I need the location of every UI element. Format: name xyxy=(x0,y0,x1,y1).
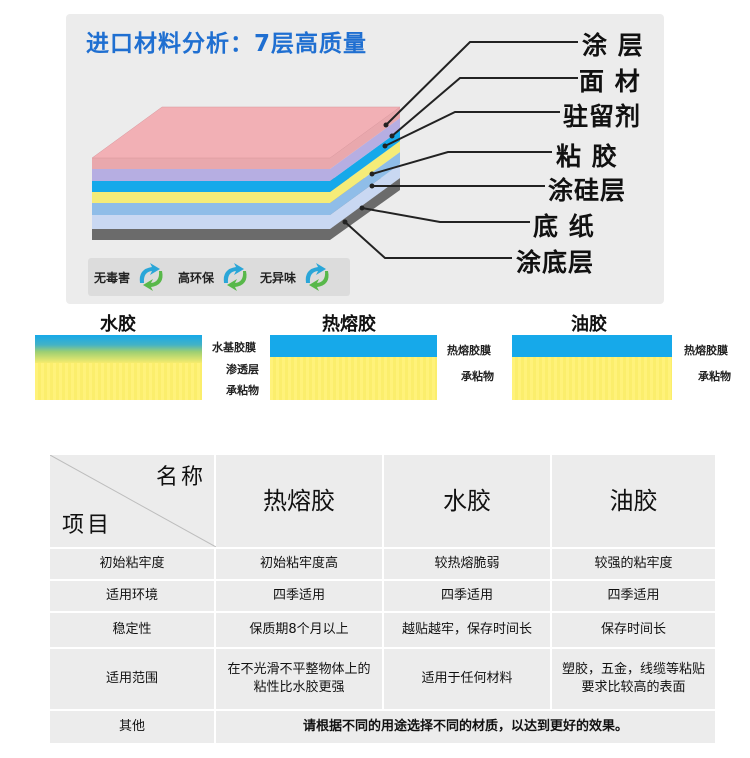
leader-line-primer xyxy=(344,221,512,259)
layer-face-material xyxy=(92,118,400,181)
layer-base-dark xyxy=(92,178,400,240)
header-water-glue: 水胶 xyxy=(382,453,552,549)
eco-tag-non-toxic: 无毒害 xyxy=(94,271,131,285)
header-hotmelt: 热熔胶 xyxy=(214,453,384,549)
layer-adhesive xyxy=(92,141,400,203)
corner-diagonal xyxy=(50,455,216,547)
row-label: 适用范围 xyxy=(48,647,216,711)
label-oil-substrate: 承粘物 xyxy=(698,370,731,383)
glue-title-hotmelt: 热熔胶 xyxy=(322,314,376,335)
corner-item-label: 项目 xyxy=(62,513,113,538)
layer-stack-diagram xyxy=(91,41,578,259)
layer-silicone xyxy=(92,152,400,215)
row-label: 其他 xyxy=(48,709,216,745)
recycle-arrows-icon xyxy=(139,263,163,291)
glue-title-oil: 油胶 xyxy=(571,314,607,335)
layer-coating-top xyxy=(91,106,401,159)
water-glue-film-strip xyxy=(35,335,202,363)
label-face-material: 面 材 xyxy=(579,67,641,96)
label-water-substrate: 承粘物 xyxy=(226,384,259,397)
eco-tag-odorless: 无异味 xyxy=(260,271,297,285)
table-header-row: 名称 项目 热熔胶 水胶 油胶 xyxy=(48,453,717,549)
label-water-film: 水基胶膜 xyxy=(212,341,256,354)
leader-line-coating xyxy=(385,41,578,126)
leader-line-adhesive xyxy=(371,151,552,175)
layer-backing-paper xyxy=(92,164,400,229)
other-note: 请根据不同的用途选择不同的材质，以达到更好的效果。 xyxy=(214,709,717,745)
label-hotmelt-substrate: 承粘物 xyxy=(461,370,494,383)
table-cell: 适用于任何材料 xyxy=(382,647,552,711)
label-oil-film: 热熔胶膜 xyxy=(684,344,728,357)
table-cell: 塑胶，五金，线缆等粘贴要求比较高的表面 xyxy=(550,647,717,711)
oil-glue-film-strip xyxy=(512,335,672,357)
label-silicone-layer: 涂硅层 xyxy=(548,176,627,205)
table-cell: 保存时间长 xyxy=(550,611,717,649)
water-glue-substrate-strip xyxy=(35,363,202,400)
table-row: 适用环境 四季适用 四季适用 四季适用 xyxy=(48,579,717,613)
layer-retention-agent xyxy=(92,130,400,192)
label-hotmelt-film: 热熔胶膜 xyxy=(447,344,491,357)
table-corner-cell: 名称 项目 xyxy=(48,453,216,549)
table-cell: 越贴越牢，保存时间长 xyxy=(382,611,552,649)
layer-coating-side xyxy=(92,107,400,169)
table-row: 稳定性 保质期8个月以上 越贴越牢，保存时间长 保存时间长 xyxy=(48,611,717,649)
row-label: 适用环境 xyxy=(48,579,216,613)
eco-badge-strip: 无毒害 高环保 无异味 xyxy=(88,258,350,296)
header-oil-glue: 油胶 xyxy=(550,453,717,549)
recycle-arrows-icon xyxy=(305,263,329,291)
oil-glue-substrate-strip xyxy=(512,357,672,400)
label-retention-agent: 驻留剂 xyxy=(563,102,642,131)
table-cell: 保质期8个月以上 xyxy=(214,611,384,649)
leader-line-backing xyxy=(361,207,530,223)
hotmelt-film-strip xyxy=(270,335,437,357)
glue-comparison-table: 名称 项目 热熔胶 水胶 油胶 初始粘牢度 初始粘牢度高 较热熔脆弱 较强的粘牢… xyxy=(48,453,717,745)
page-title: 进口材料分析：7层高质量 xyxy=(86,31,368,57)
table-cell: 初始粘牢度高 xyxy=(214,547,384,581)
recycle-arrows-icon xyxy=(223,263,247,291)
table-cell: 四季适用 xyxy=(214,579,384,613)
table-cell: 较热熔脆弱 xyxy=(382,547,552,581)
table-row: 初始粘牢度 初始粘牢度高 较热熔脆弱 较强的粘牢度 xyxy=(48,547,717,581)
row-label: 稳定性 xyxy=(48,611,216,649)
eco-tag-eco-friendly: 高环保 xyxy=(178,271,215,285)
leader-line-face xyxy=(391,77,578,137)
label-backing-paper: 底 纸 xyxy=(533,212,595,241)
table-row: 其他 请根据不同的用途选择不同的材质，以达到更好的效果。 xyxy=(48,709,717,745)
table-cell: 四季适用 xyxy=(382,579,552,613)
hotmelt-substrate-strip xyxy=(270,357,437,400)
label-primer-layer: 涂底层 xyxy=(516,248,595,277)
leader-line-retention xyxy=(384,111,560,147)
glue-title-water: 水胶 xyxy=(100,314,136,335)
table-row: 适用范围 在不光滑不平整物体上的粘性比水胶更强 适用于任何材料 塑胶，五金，线缆… xyxy=(48,647,717,711)
label-coating: 涂 层 xyxy=(582,31,644,60)
label-penetration-layer: 渗透层 xyxy=(226,363,259,376)
table-cell: 四季适用 xyxy=(550,579,717,613)
table-cell: 在不光滑不平整物体上的粘性比水胶更强 xyxy=(214,647,384,711)
label-adhesive: 粘 胶 xyxy=(556,142,618,171)
corner-name-label: 名称 xyxy=(155,465,206,490)
table-cell: 较强的粘牢度 xyxy=(550,547,717,581)
row-label: 初始粘牢度 xyxy=(48,547,216,581)
